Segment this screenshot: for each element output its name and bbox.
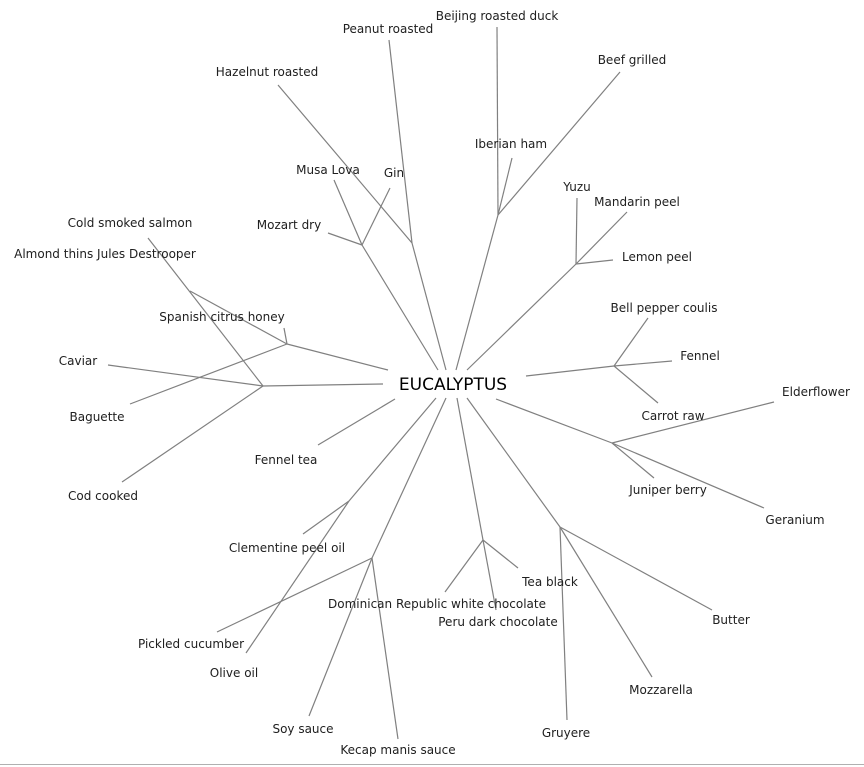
leaf-label: Soy sauce [272, 722, 333, 736]
bottom-divider [0, 764, 864, 765]
edge [497, 157, 513, 216]
leaf-label: Geranium [765, 513, 824, 527]
edge [361, 244, 439, 371]
edge [613, 365, 659, 404]
leaf-label: Baguette [70, 410, 125, 424]
edge [333, 179, 363, 246]
leaf-label: Butter [712, 613, 750, 627]
leaf-label: Yuzu [562, 180, 590, 194]
edge [262, 383, 384, 387]
edge [455, 214, 499, 371]
edge [559, 526, 568, 721]
edge [129, 343, 288, 405]
leaf-label: Almond thins Jules Destrooper [14, 247, 196, 261]
edge [283, 327, 288, 345]
edge [611, 442, 765, 509]
edge [327, 232, 363, 246]
edge [613, 317, 649, 367]
leaf-label: Juniper berry [628, 483, 707, 497]
edge [611, 401, 775, 444]
edge [107, 364, 264, 387]
edge [611, 442, 655, 479]
leaf-label: Cold smoked salmon [68, 216, 193, 230]
edge [575, 211, 628, 265]
edge [371, 397, 447, 559]
leaf-label: Musa Lova [296, 163, 360, 177]
leaf-label: Caviar [59, 354, 98, 368]
leaf-label: Clementine peel oil [229, 541, 345, 555]
edge [277, 84, 413, 244]
leaf-label: Peru dark chocolate [438, 615, 557, 629]
leaf-label: Carrot raw [641, 409, 704, 423]
leaf-label: Cod cooked [68, 489, 138, 503]
leaf-label: Mozart dry [257, 218, 321, 232]
edge [317, 398, 396, 446]
leaf-label: Olive oil [210, 666, 258, 680]
edge [308, 557, 373, 717]
edge [189, 290, 288, 345]
leaf-label: Mandarin peel [594, 195, 680, 209]
edge [216, 557, 373, 633]
edge [575, 259, 614, 265]
edge [444, 539, 484, 593]
leaf-label: Fennel tea [255, 453, 318, 467]
labels: EUCALYPTUS Peanut roasted Beijing roaste… [14, 9, 850, 757]
edge [286, 343, 389, 371]
edge [411, 242, 447, 371]
leaf-label: Elderflower [782, 385, 850, 399]
edge [497, 71, 621, 216]
edge [525, 365, 615, 377]
root-node-label: EUCALYPTUS [399, 375, 507, 395]
edge [575, 197, 578, 265]
edge [466, 263, 577, 371]
edge [482, 539, 497, 611]
edge [496, 26, 499, 216]
leaf-label: Hazelnut roasted [216, 65, 318, 79]
leaf-label: Gruyere [542, 726, 590, 740]
edge [361, 187, 391, 246]
leaf-label: Lemon peel [622, 250, 692, 264]
edge [147, 237, 264, 387]
edge [495, 398, 613, 444]
edge [456, 397, 484, 541]
edge [482, 539, 519, 569]
edge [245, 500, 350, 654]
leaf-label: Iberian ham [475, 137, 547, 151]
leaf-label: Dominican Republic white chocolate [328, 597, 546, 611]
leaf-label: Tea black [521, 575, 578, 589]
leaf-label: Kecap manis sauce [340, 743, 455, 757]
leaf-label: Peanut roasted [343, 22, 434, 36]
leaf-label: Mozzarella [629, 683, 693, 697]
edge [613, 360, 673, 367]
edge [302, 500, 350, 535]
edge [348, 397, 437, 502]
leaf-label: Bell pepper coulis [611, 301, 718, 315]
edge [559, 526, 653, 678]
edge [371, 557, 399, 740]
edge [466, 397, 561, 528]
edges [107, 26, 775, 740]
leaf-label: Beijing roasted duck [436, 9, 559, 23]
leaf-label: Fennel [680, 349, 720, 363]
leaf-label: Gin [384, 166, 404, 180]
edge [121, 385, 264, 483]
edge [388, 39, 413, 244]
leaf-label: Spanish citrus honey [159, 310, 284, 324]
leaf-label: Pickled cucumber [138, 637, 244, 651]
leaf-label: Beef grilled [598, 53, 667, 67]
edge [559, 526, 713, 611]
